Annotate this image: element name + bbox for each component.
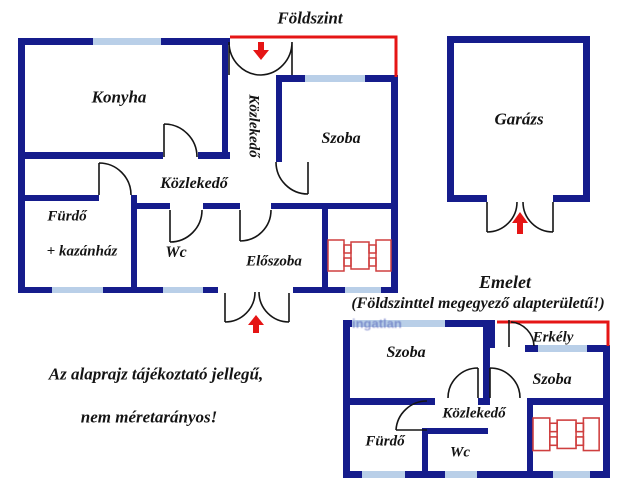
terrace-balcony-outline bbox=[230, 35, 610, 346]
room-label-szoba-upper-left: Szoba bbox=[386, 344, 426, 361]
room-label-furdo-line2: + kazánház bbox=[46, 243, 118, 260]
street-entrance-arrow-up bbox=[248, 315, 264, 333]
room-label-furdo-upper: Fürdő bbox=[365, 433, 405, 450]
entrance-arrows bbox=[248, 42, 528, 333]
room-label-eloszoba: Előszoba bbox=[246, 253, 302, 270]
room-label-corridor: Közlekedő bbox=[245, 94, 262, 158]
ground-terrace-outline bbox=[230, 35, 398, 77]
room-label-szoba-ground: Szoba bbox=[321, 130, 361, 147]
room-label-wc-upper: Wc bbox=[450, 444, 470, 461]
room-label-wc-ground: Wc bbox=[165, 244, 187, 261]
window-segments bbox=[52, 38, 590, 478]
door-swings bbox=[98, 41, 554, 431]
stairs-symbol-ground bbox=[327, 239, 392, 272]
room-label-kozlekedo-upper: Közlekedő bbox=[442, 405, 506, 422]
room-label-konyha: Konyha bbox=[91, 87, 147, 107]
room-label-furdo-line1: Fürdő bbox=[47, 208, 87, 225]
main-entrance-arrow-down bbox=[253, 42, 269, 60]
room-label-garazs: Garázs bbox=[494, 109, 544, 129]
ground-floor-title: Földszint bbox=[277, 8, 343, 28]
disclaimer-line1: Az alaprajz tájékoztató jellegű, bbox=[48, 364, 264, 384]
disclaimer-line2: nem méretarányos! bbox=[80, 407, 218, 427]
room-label-szoba-upper-right: Szoba bbox=[532, 371, 572, 388]
stairs-symbol-upper bbox=[532, 417, 600, 452]
garage-entrance-arrow-up bbox=[512, 212, 528, 234]
watermark: ingatlan bbox=[352, 316, 402, 331]
balcony-outline bbox=[497, 320, 610, 346]
upper-floor-subtitle: (Földszinttel megegyező alapterületű!) bbox=[351, 295, 605, 312]
room-label-hall: Közlekedő bbox=[160, 175, 228, 192]
room-label-erkely: Erkély bbox=[532, 329, 574, 346]
upper-floor-title: Emelet bbox=[479, 272, 531, 292]
garage-walls bbox=[447, 36, 590, 202]
